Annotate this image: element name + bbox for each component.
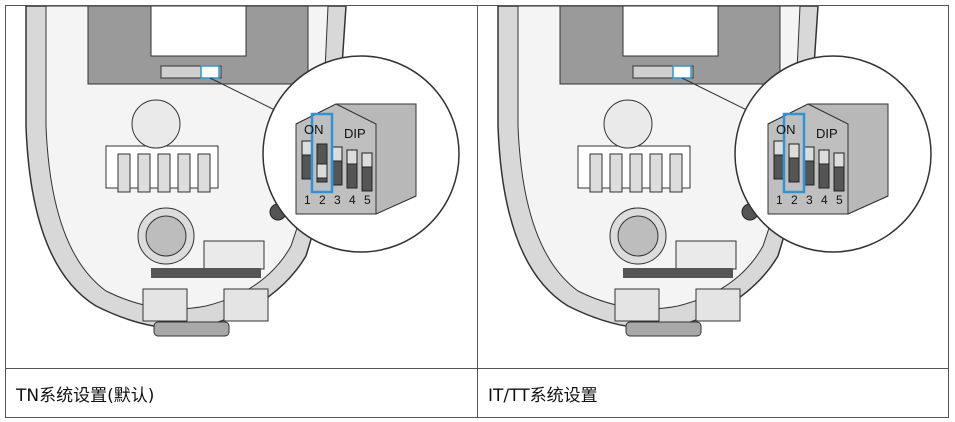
dip-location	[672, 65, 692, 79]
on-label: ON	[304, 122, 324, 137]
column-divider	[477, 6, 478, 417]
board-module	[150, 6, 247, 57]
terminal-blocks	[577, 145, 691, 193]
dip-switch: ON DIP 1 2 3 4 5	[295, 103, 417, 215]
seal-strip	[623, 268, 733, 278]
cable-entry-left	[142, 288, 188, 322]
switch-number-1: 1	[776, 193, 783, 207]
relay-component	[603, 99, 653, 149]
earth-terminal	[203, 240, 265, 270]
switch-number-1: 1	[304, 193, 311, 207]
switch-number-4: 4	[821, 193, 828, 207]
switch-number-5: 5	[836, 193, 843, 207]
dip-location	[200, 65, 220, 79]
switch-number-2: 2	[319, 193, 326, 207]
switch-number-3: 3	[334, 193, 341, 207]
switch-number-5: 5	[364, 193, 371, 207]
board-module	[622, 6, 719, 57]
dip-switch: ON DIP 1 2 3 4 5	[767, 103, 889, 215]
on-label: ON	[776, 122, 796, 137]
terminal-blocks	[105, 145, 219, 193]
bottom-cap	[153, 321, 230, 337]
charger-diagram-tn: ON DIP 1 2 3 4 5	[25, 6, 460, 337]
bottom-cap	[625, 321, 702, 337]
cable-entry-right	[695, 288, 741, 322]
dip-label: DIP	[816, 126, 838, 141]
charger-diagram-it-tt: ON DIP 1 2 3 4 5	[497, 6, 932, 337]
dip-label: DIP	[344, 126, 366, 141]
seal-strip	[151, 268, 261, 278]
caption-it-tt-system: IT/TT系统设置	[488, 386, 598, 406]
highlight-box	[310, 112, 334, 194]
switch-number-4: 4	[349, 193, 356, 207]
switch-number-2: 2	[791, 193, 798, 207]
switch-number-3: 3	[806, 193, 813, 207]
earth-terminal	[675, 240, 737, 270]
it-tt-system-illustration: ON DIP 1 2 3 4 5	[478, 6, 949, 368]
relay-component	[131, 99, 181, 149]
caption-tn-system: TN系统设置(默认)	[16, 386, 155, 406]
row-divider	[6, 368, 948, 369]
cable-entry-left	[614, 288, 660, 322]
cable-entry-right	[223, 288, 269, 322]
comparison-table: ON DIP 1 2 3 4 5	[5, 5, 949, 418]
highlight-box	[782, 112, 806, 194]
tn-system-illustration: ON DIP 1 2 3 4 5	[6, 6, 477, 368]
